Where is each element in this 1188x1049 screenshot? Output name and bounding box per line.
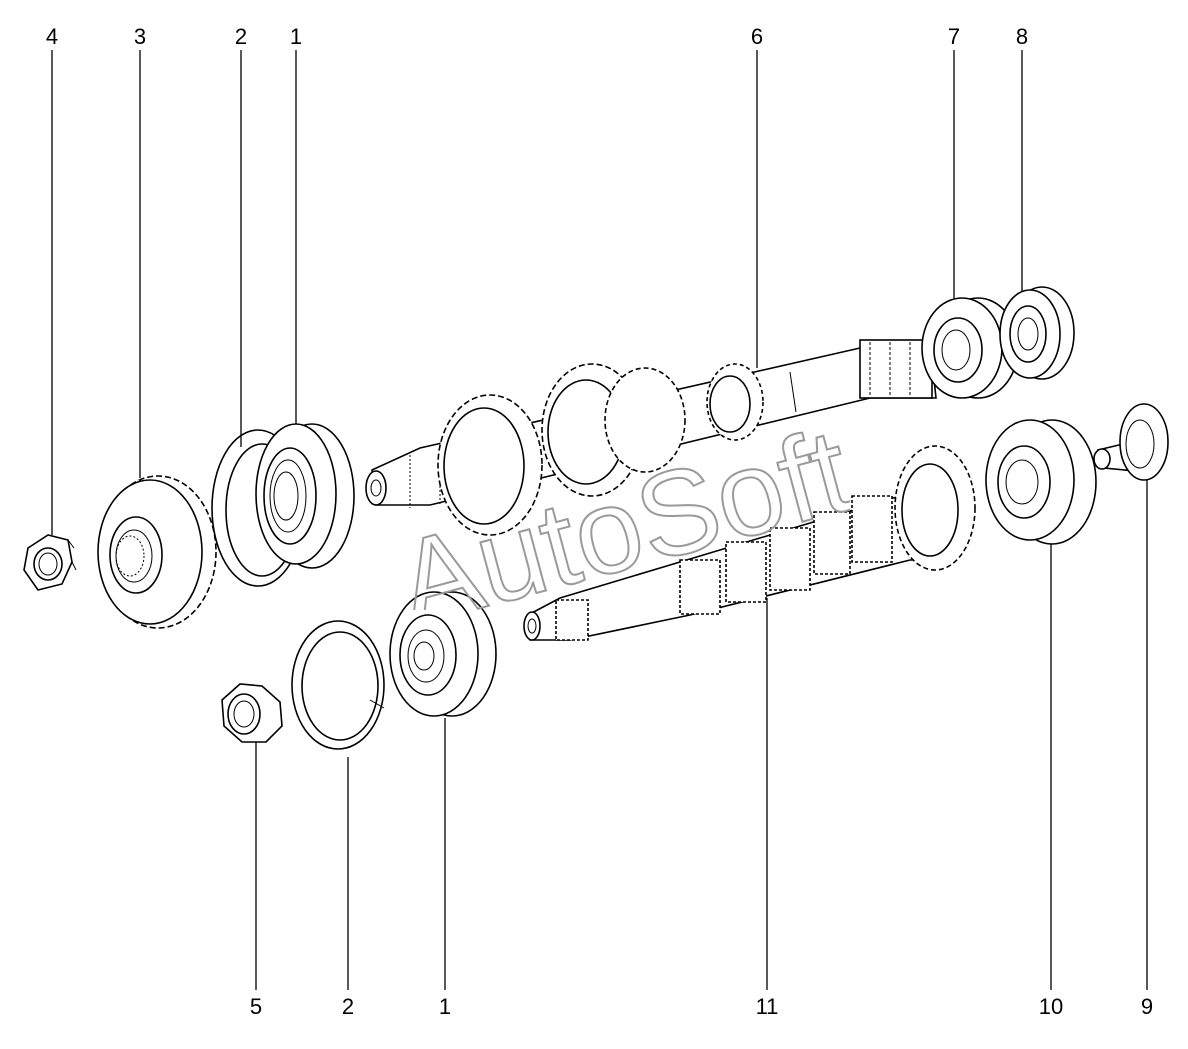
seal-part-8 <box>999 286 1075 380</box>
callout-5: 5 <box>249 994 263 1019</box>
callout-9: 9 <box>1140 994 1154 1019</box>
callout-10: 10 <box>1038 994 1064 1019</box>
snap-ring-part-2-bottom <box>291 620 385 750</box>
callout-4: 4 <box>45 24 59 49</box>
shaft-part-6 <box>365 339 937 536</box>
leader-lines <box>51 50 1148 990</box>
nut-part-4 <box>23 534 77 591</box>
callout-7: 7 <box>947 24 961 49</box>
callout-2-bottom: 2 <box>341 994 355 1019</box>
callout-3: 3 <box>133 24 147 49</box>
bearing-part-10 <box>985 419 1097 545</box>
callout-8: 8 <box>1015 24 1029 49</box>
callout-6: 6 <box>750 24 764 49</box>
callout-1-bottom: 1 <box>438 994 452 1019</box>
callout-11: 11 <box>755 994 779 1019</box>
bearing-part-1-bottom <box>389 591 497 717</box>
callout-1-top: 1 <box>289 24 303 49</box>
gear-part-3 <box>97 475 217 629</box>
plug-part-9 <box>1093 403 1169 481</box>
nut-part-5 <box>221 683 283 743</box>
shaft-part-11 <box>523 445 976 641</box>
bearing-part-1-top <box>255 423 355 569</box>
callout-2-top: 2 <box>234 24 248 49</box>
